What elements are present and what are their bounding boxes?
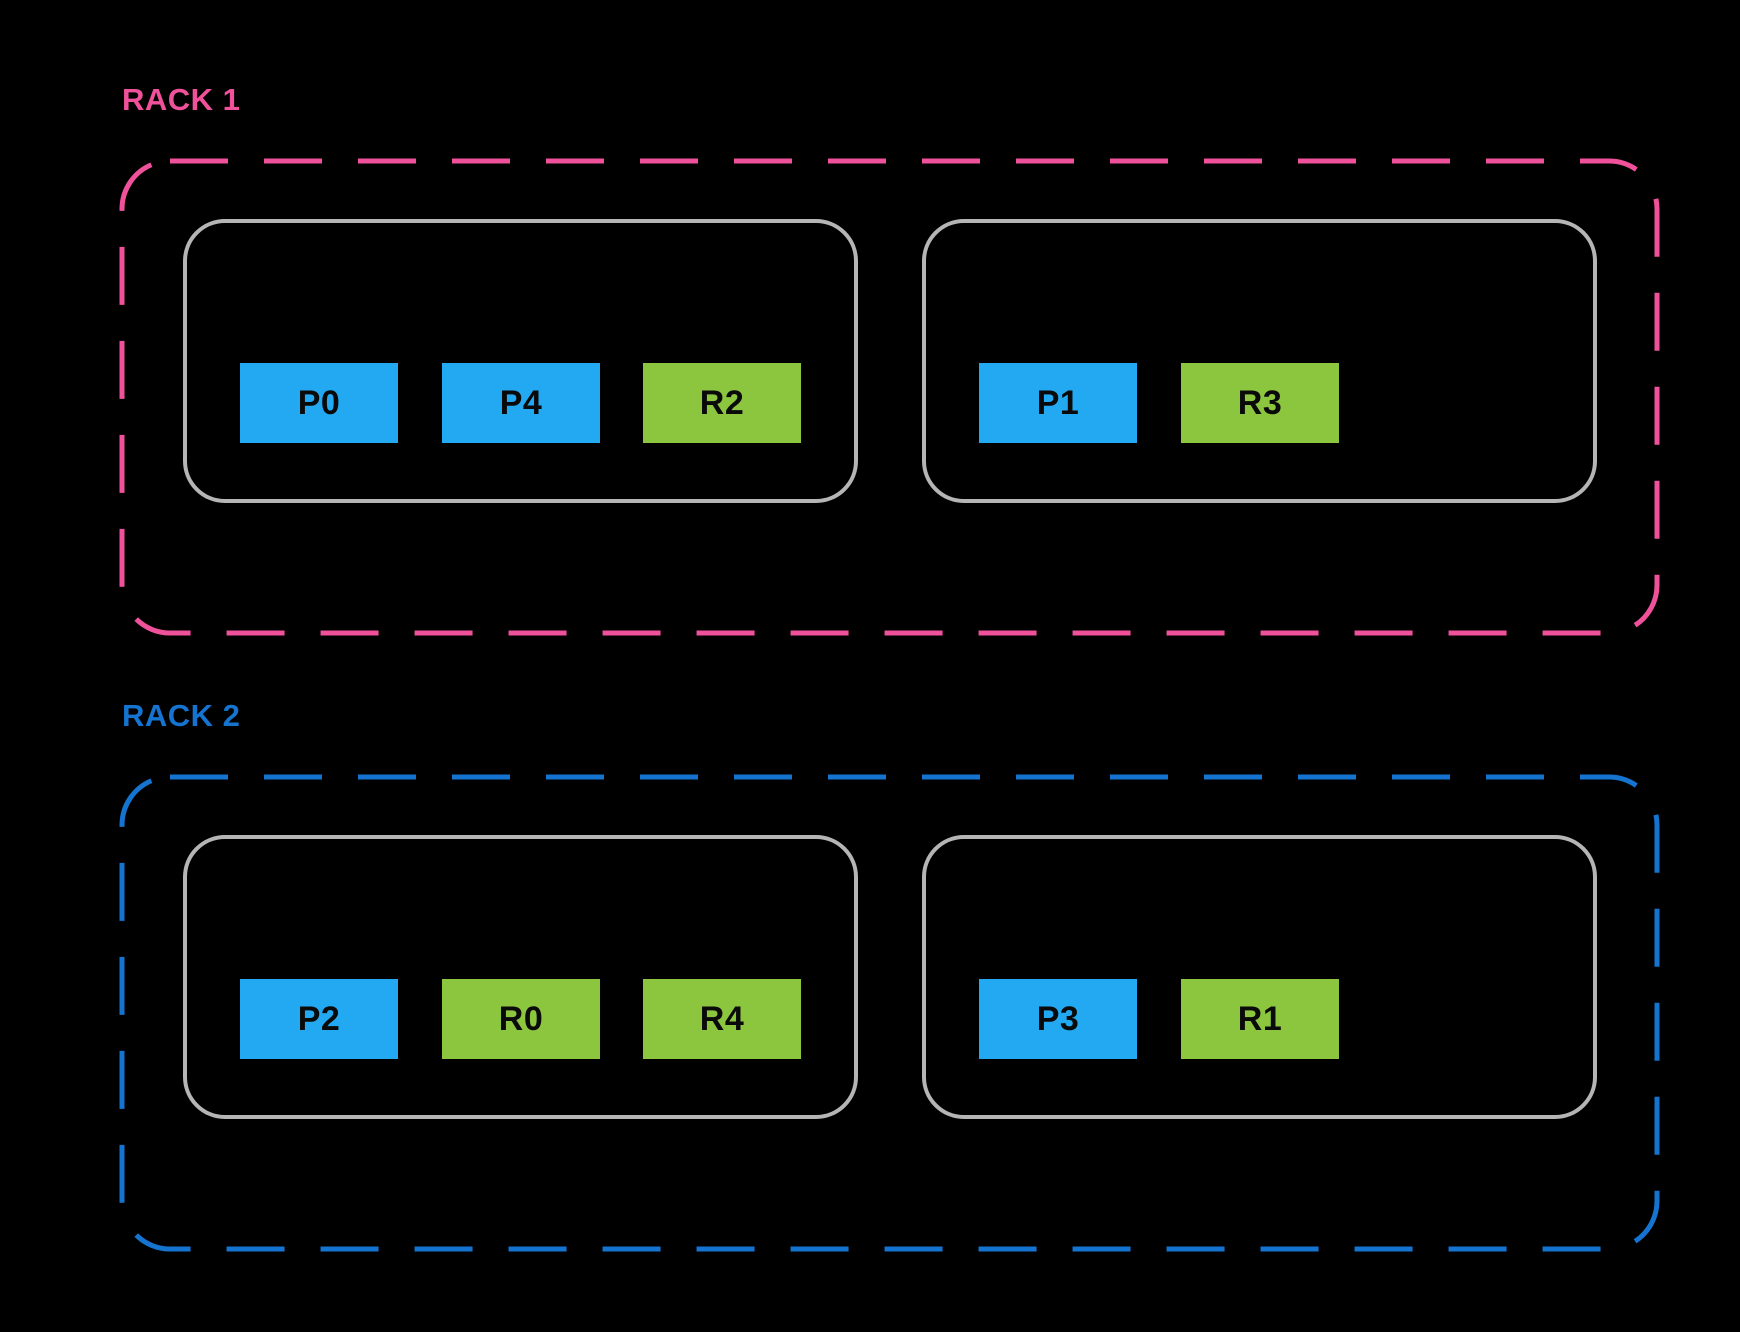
rack-2-node-1: P2 R0 R4 (183, 835, 858, 1119)
shard-r0: R0 (442, 979, 600, 1059)
rack-2-dashed-border (119, 774, 1660, 1252)
rack-2-border-rect (119, 774, 1660, 1252)
shard-r2: R2 (643, 363, 801, 443)
shard-p0: P0 (240, 363, 398, 443)
rack-1-border-rect (119, 158, 1660, 636)
shard-r1: R1 (1181, 979, 1339, 1059)
rack-2-label: RACK 2 (122, 698, 241, 733)
shard-p3: P3 (979, 979, 1137, 1059)
rack-1-node-1: P0 P4 R2 (183, 219, 858, 503)
rack-1-dashed-border (119, 158, 1660, 636)
shard-p1: P1 (979, 363, 1137, 443)
rack-2-node-2: P3 R1 (922, 835, 1597, 1119)
shard-p2: P2 (240, 979, 398, 1059)
rack-1-label: RACK 1 (122, 82, 241, 117)
rack-1-node-2: P1 R3 (922, 219, 1597, 503)
shard-r3: R3 (1181, 363, 1339, 443)
shard-p4: P4 (442, 363, 600, 443)
shard-r4: R4 (643, 979, 801, 1059)
